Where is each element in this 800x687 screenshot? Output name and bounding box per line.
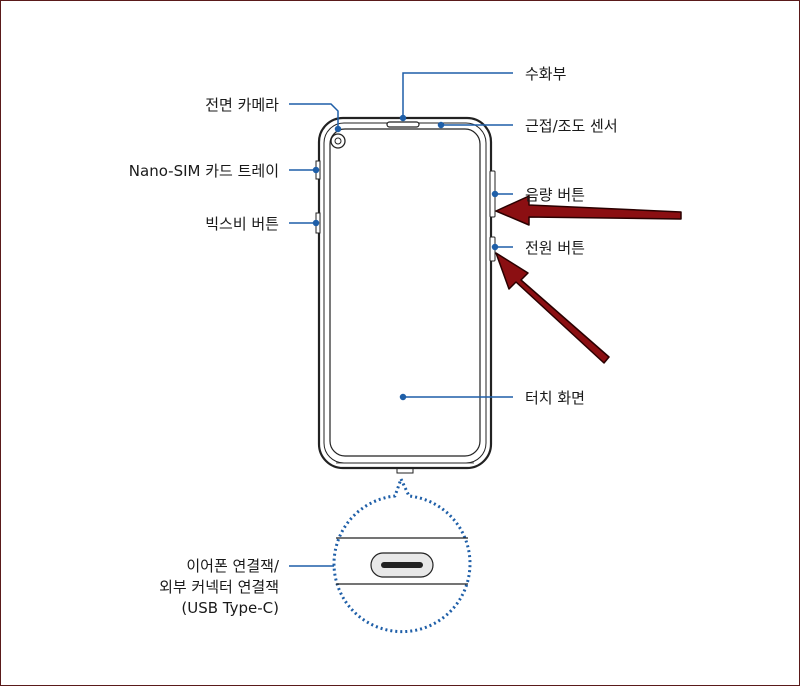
label-usb-line2: 외부 커넥터 연결잭 xyxy=(159,578,279,596)
label-sim-tray: Nano-SIM 카드 트레이 xyxy=(129,162,279,180)
label-volume-button: 음량 버튼 xyxy=(525,186,585,204)
label-usb-line3: (USB Type-C) xyxy=(181,599,279,617)
label-receiver: 수화부 xyxy=(525,65,567,83)
label-usb-line1: 이어폰 연결잭/ xyxy=(186,557,280,575)
label-touch-screen: 터치 화면 xyxy=(525,389,585,407)
label-proximity-sensor: 근접/조도 센서 xyxy=(525,117,618,135)
usb-notch xyxy=(396,468,414,474)
phone-body xyxy=(317,116,493,470)
arrow-to-volume xyxy=(495,195,682,226)
arrow-to-power xyxy=(495,252,610,364)
label-bixby-button: 빅스비 버튼 xyxy=(205,215,279,233)
label-front-camera: 전면 카메라 xyxy=(205,96,279,114)
receiver-slot xyxy=(386,121,420,128)
callout-lines xyxy=(289,72,513,570)
camera-icon xyxy=(330,133,346,149)
usb-zoom-callout xyxy=(332,477,472,634)
label-power-button: 전원 버튼 xyxy=(525,239,585,257)
